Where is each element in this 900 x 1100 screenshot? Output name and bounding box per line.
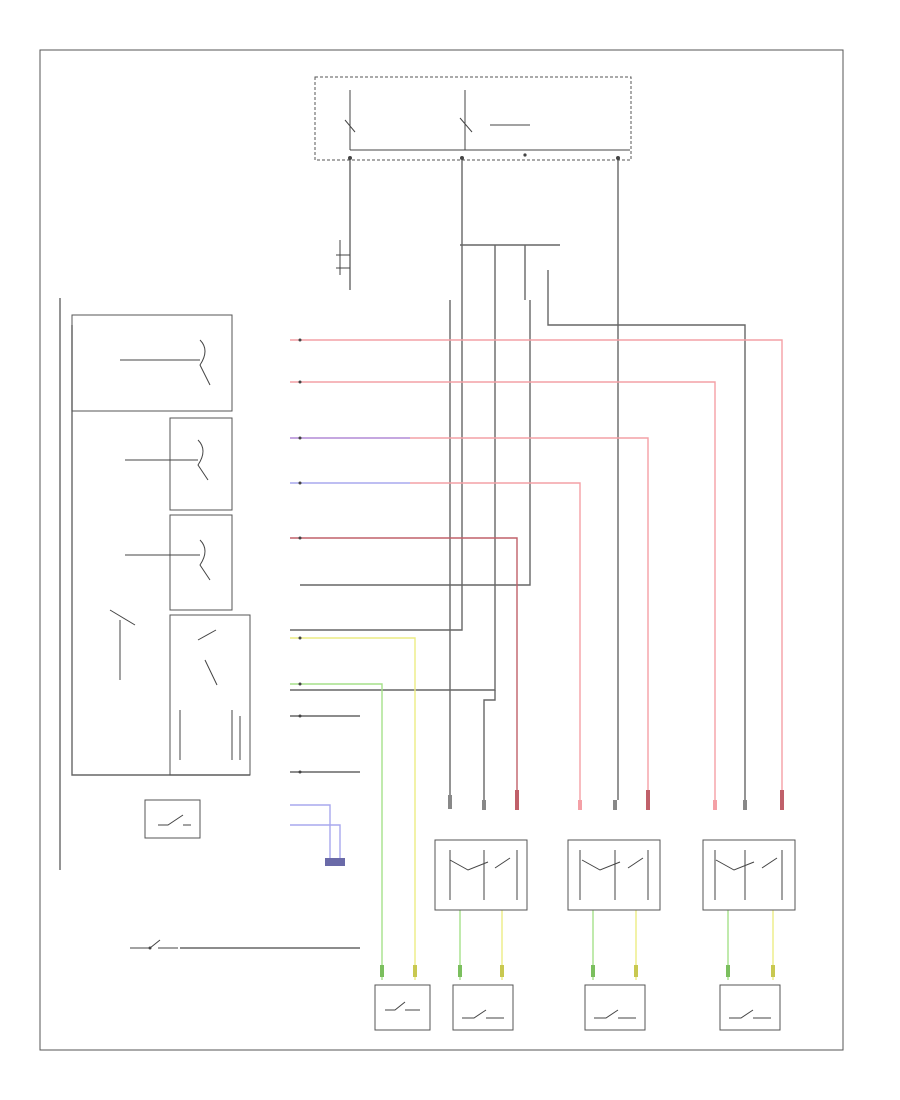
- actuator-4: [719, 984, 781, 1031]
- input-connector-ticks: [380, 790, 784, 977]
- main-switch-assembly: [71, 314, 302, 776]
- black-wires: [59, 160, 746, 949]
- control-unit-b: [567, 839, 661, 911]
- actuator-1: [374, 984, 431, 1031]
- key-switch: [130, 939, 178, 950]
- actuator-3: [584, 984, 646, 1031]
- connector: [325, 858, 345, 866]
- ground-block: [336, 160, 351, 290]
- diagram-border: [39, 49, 844, 1051]
- colored-wires: [290, 339, 783, 980]
- relay-box: [314, 76, 632, 161]
- actuator-2: [452, 984, 514, 1031]
- control-unit-a: [434, 839, 528, 911]
- door-lock-switch: [144, 799, 201, 839]
- control-unit-c: [702, 839, 796, 911]
